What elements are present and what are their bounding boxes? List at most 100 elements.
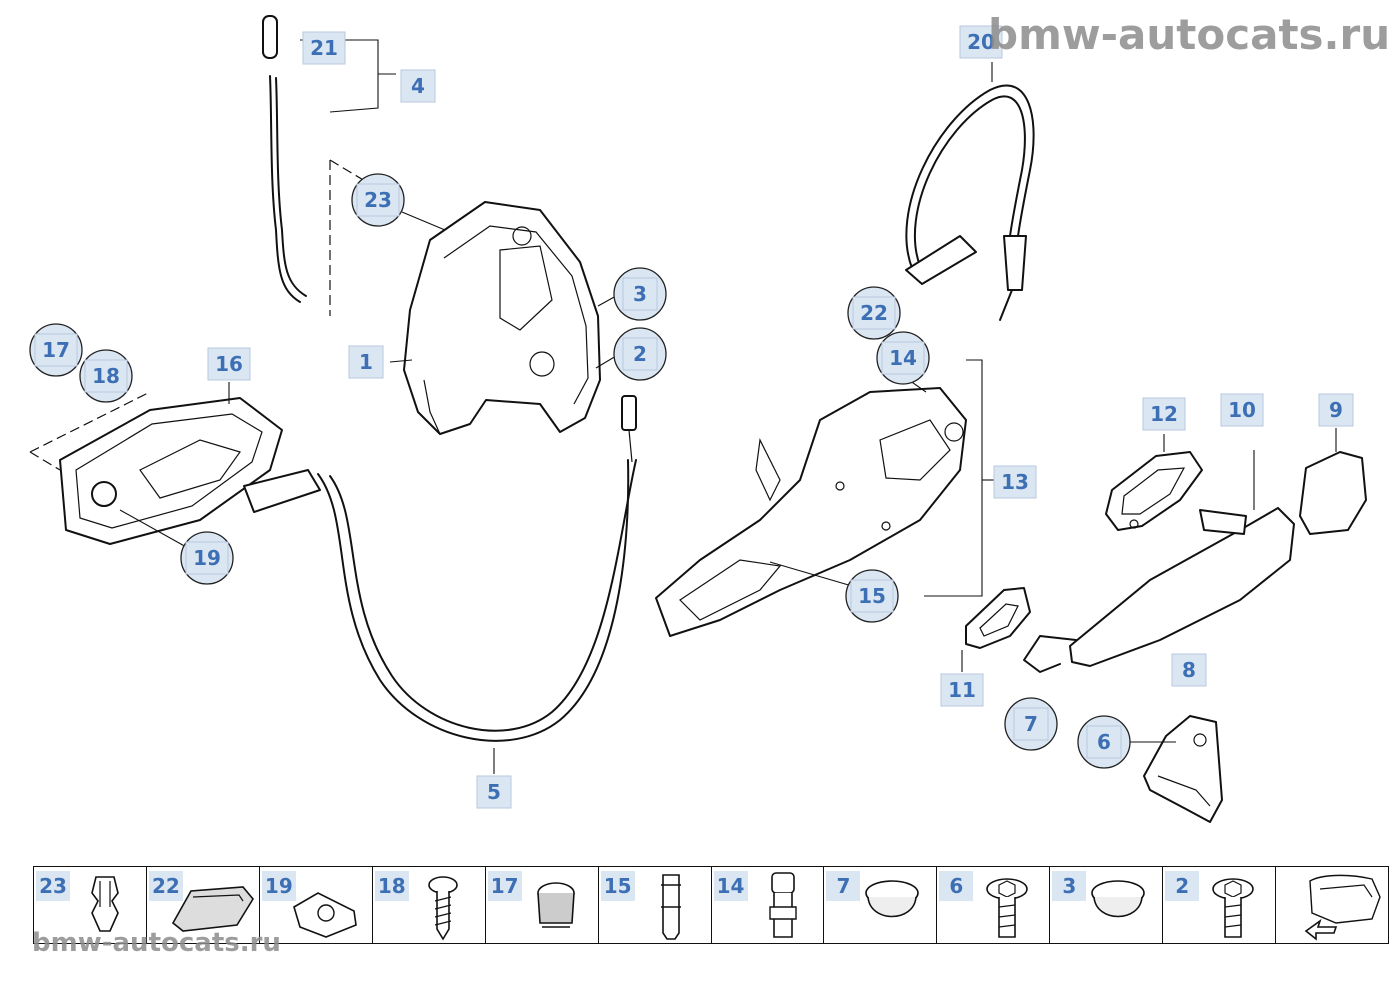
callout-8: 8 [1171, 653, 1207, 687]
strip-cell-23: 23 [34, 867, 147, 943]
strip-cell-7: 7 [824, 867, 938, 943]
watermark-bottom: bmw-autocats.ru [32, 928, 281, 958]
strip-cell-label: 18 [374, 871, 409, 901]
callout-label: 17 [42, 338, 70, 362]
cap-icon [536, 882, 575, 928]
callout-1: 1 [348, 345, 384, 379]
callout-label: 20 [967, 30, 995, 54]
strip-cell-label: 14 [713, 871, 748, 901]
callout-6: 6 [1077, 715, 1131, 769]
handle-end-cap-9 [1299, 451, 1367, 535]
lock-rod-21 [262, 15, 307, 303]
callout-9: 9 [1318, 393, 1354, 427]
callout-label: 12 [1150, 402, 1178, 426]
lead-15 [769, 561, 853, 587]
strip-cell-label: 19 [261, 871, 296, 901]
lead-2 [595, 355, 617, 369]
callout-12: 12 [1142, 397, 1186, 431]
plug-icon [1091, 880, 1146, 918]
callout-4: 4 [400, 69, 436, 103]
callout-label: 7 [1024, 712, 1038, 736]
strip-cell-6: 6 [937, 867, 1051, 943]
callout-16: 16 [207, 347, 251, 381]
callout-label: 14 [889, 346, 917, 370]
strip-cell-label: 7 [826, 871, 861, 901]
callout-7: 7 [1004, 697, 1058, 751]
callout-5: 5 [476, 775, 512, 809]
callout-22: 22 [847, 286, 901, 340]
strip-cell-label: 17 [487, 871, 522, 901]
strip-cell-label: 22 [148, 871, 183, 901]
vehicle-position-icon [1304, 874, 1381, 941]
cable-20 [905, 84, 1035, 321]
handle-carrier-13 [655, 387, 967, 637]
callout-label: 22 [860, 301, 888, 325]
callout-23: 23 [351, 173, 405, 227]
callout-14: 14 [876, 331, 930, 385]
strip-cell-3: 3 [1050, 867, 1164, 943]
callout-label: 18 [92, 364, 120, 388]
callout-label: 15 [858, 584, 886, 608]
strip-cell-19: 19 [260, 867, 373, 943]
strip-cell-label: 3 [1052, 871, 1087, 901]
small-parts-strip: 23 22 19 18 17 15 14 7 6 3 2 [33, 866, 1389, 944]
strip-cell-17: 17 [486, 867, 599, 943]
outer-door-handle-8 [1023, 507, 1295, 673]
callout-18: 18 [79, 349, 133, 403]
callout-15: 15 [845, 569, 899, 623]
callout-label: 4 [411, 74, 425, 98]
callout-label: 13 [1001, 470, 1029, 494]
spring-nut-icon [292, 892, 357, 938]
callout-label: 19 [193, 546, 221, 570]
callout-21: 21 [302, 31, 346, 65]
door-lock-housing-1 [403, 201, 601, 435]
callout-label: 21 [310, 36, 338, 60]
callout-19: 19 [180, 531, 234, 585]
callout-label: 6 [1097, 730, 1111, 754]
strip-cell-18: 18 [373, 867, 486, 943]
door-striker-6 [1143, 715, 1223, 823]
callout-17: 17 [29, 323, 83, 377]
callout-label: 2 [633, 342, 647, 366]
callout-label: 10 [1228, 398, 1256, 422]
trim-dashed-line [29, 391, 151, 453]
bowden-cable-5 [243, 395, 637, 742]
grommet-icon [171, 886, 254, 932]
callout-11: 11 [940, 673, 984, 707]
callout-3: 3 [613, 267, 667, 321]
sleeve-icon [660, 874, 681, 940]
callout-label: 23 [364, 188, 392, 212]
strip-cell-14: 14 [712, 867, 825, 943]
bolt-icon [768, 872, 797, 938]
strip-cell-label: 6 [939, 871, 974, 901]
callout-label: 11 [948, 678, 976, 702]
lead-1 [389, 359, 413, 363]
plug-icon [865, 880, 920, 918]
clip-icon [91, 876, 119, 932]
callout-label: 16 [215, 352, 243, 376]
callout-label: 8 [1182, 658, 1196, 682]
callout-label: 5 [487, 780, 501, 804]
lead-19 [119, 509, 189, 549]
handle-gasket-12 [1105, 451, 1203, 531]
trim-dashed-line-2 [29, 451, 61, 471]
strip-cell-label: 15 [600, 871, 635, 901]
callout-label: 9 [1329, 398, 1343, 422]
strip-cell-2: 2 [1163, 867, 1277, 943]
callout-label: 3 [633, 282, 647, 306]
strip-cell-15: 15 [599, 867, 712, 943]
inner-door-handle-16 [59, 397, 283, 545]
callout-20: 20 [959, 25, 1003, 59]
bracket-13 [924, 359, 983, 597]
callout-2: 2 [613, 327, 667, 381]
strip-cell-label: 2 [1165, 871, 1200, 901]
strip-cell-label: 23 [36, 871, 70, 901]
callout-10: 10 [1220, 393, 1264, 427]
callout-label: 1 [359, 350, 373, 374]
screw-icon [427, 876, 458, 941]
watermark-top: bmw-autocats.ru [988, 10, 1391, 59]
lead-3 [597, 295, 617, 307]
torx-screw-icon [1212, 878, 1255, 938]
callout-13: 13 [993, 465, 1037, 499]
